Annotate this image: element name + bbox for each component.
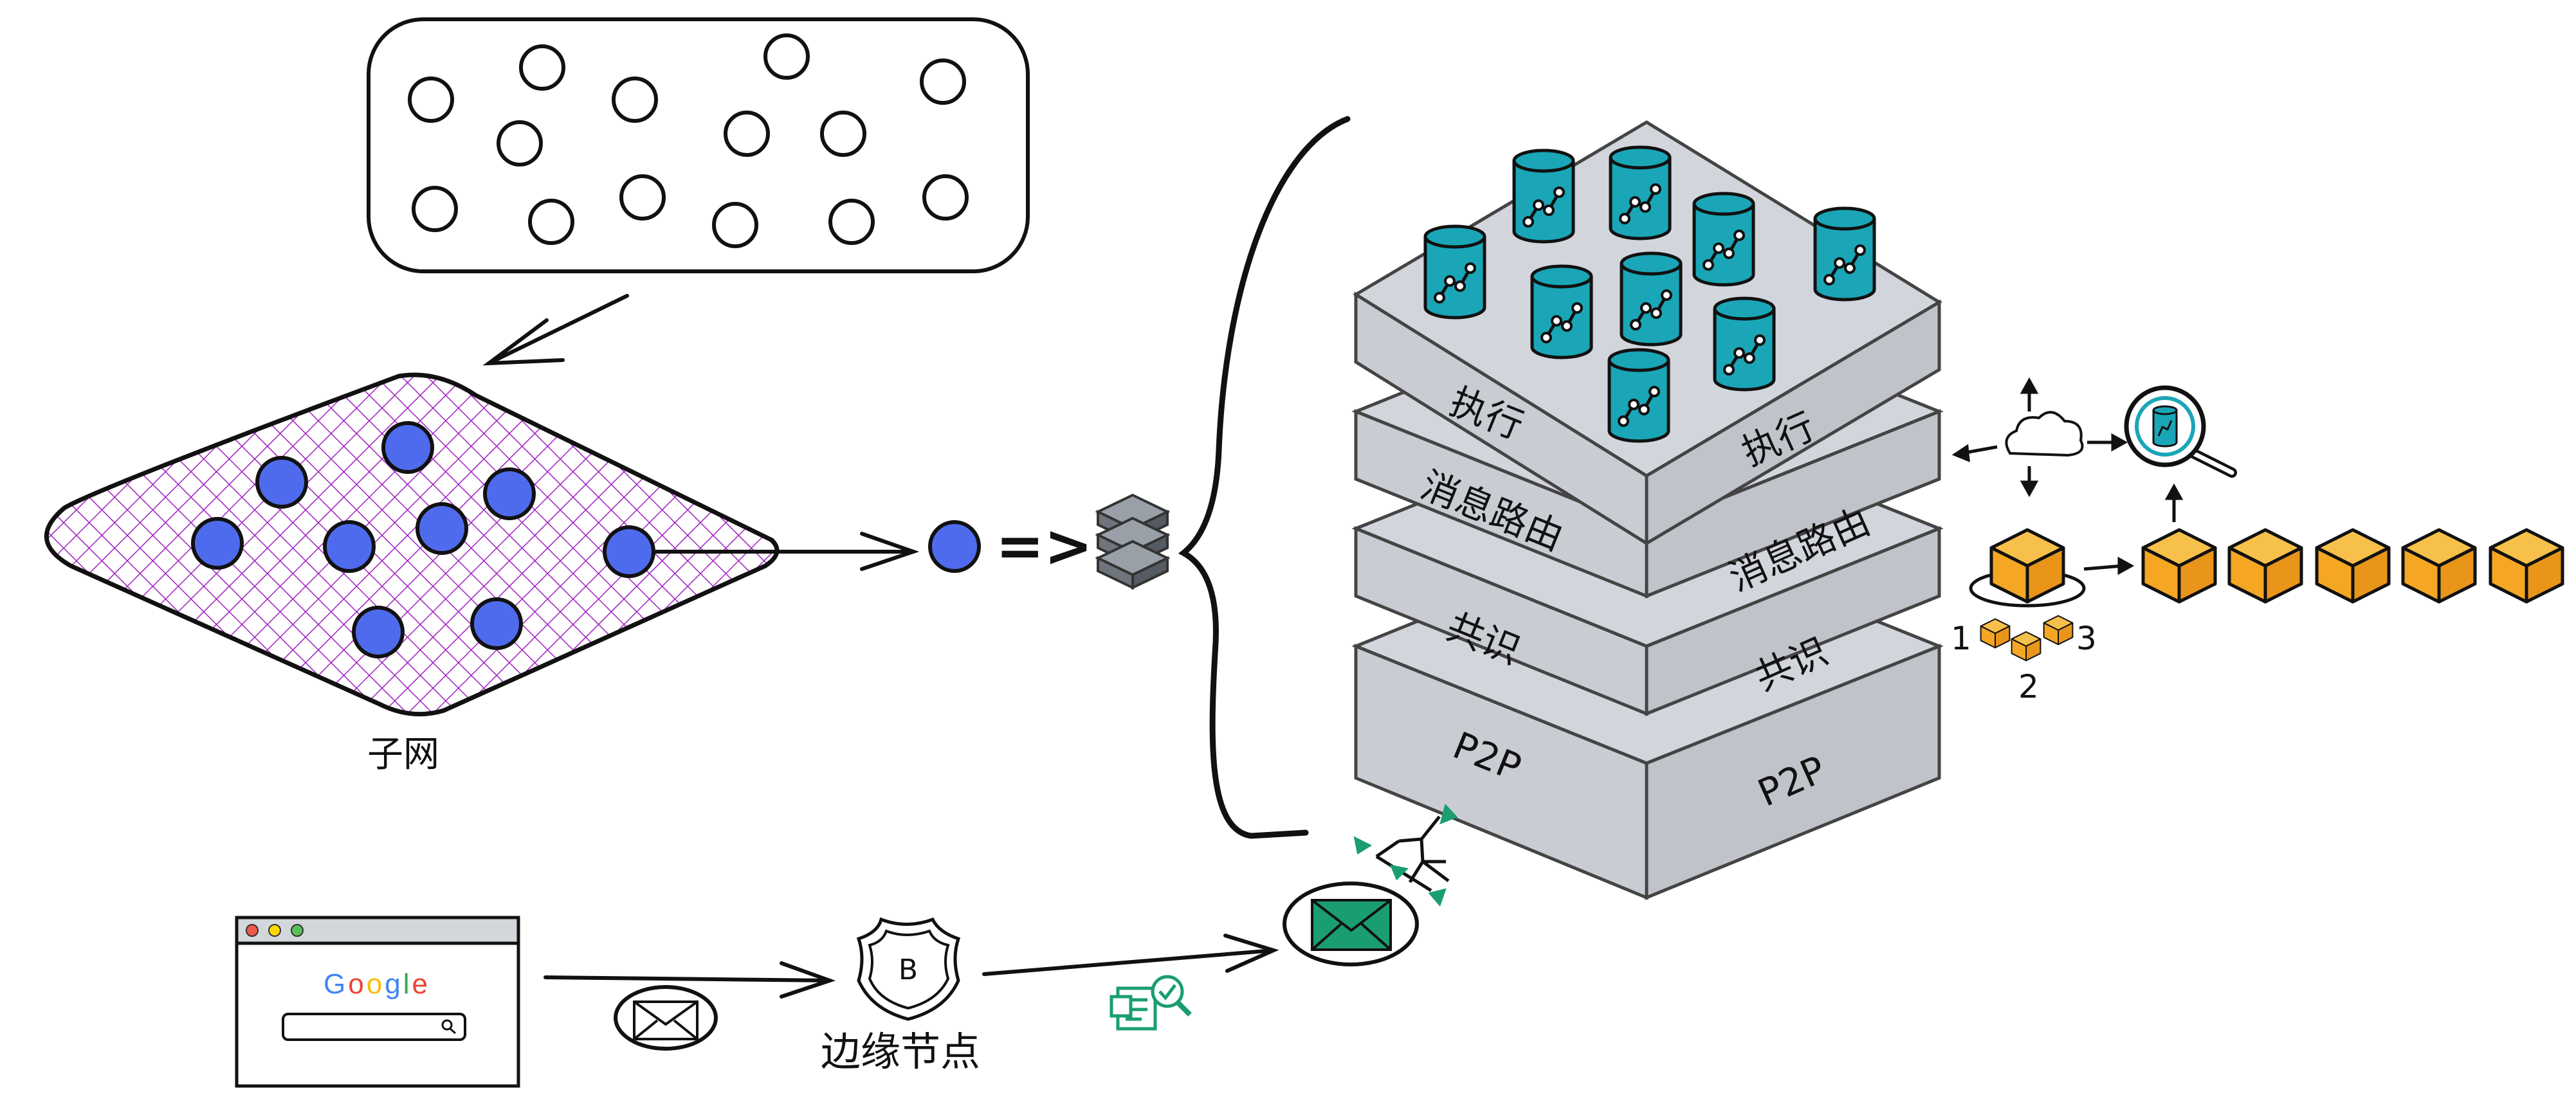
database-canister-icon [1621,253,1681,345]
browser-dot-close [246,924,259,937]
pool-node [497,120,543,167]
pool-node [820,111,866,157]
arrow-browser-to-edge [544,961,836,999]
search-icon [441,1019,456,1035]
block-cube-icon [1980,618,2011,649]
magnifier-database-icon [2124,385,2237,478]
replica-node [928,520,981,573]
document-search-icon [1110,975,1192,1031]
subnet-label: 子网 [367,734,439,775]
browser-dot-min [268,924,281,937]
subnet-node [255,456,308,509]
cloud-arrows [1951,377,2128,498]
rotating-block [1969,530,2086,608]
pool-node [412,186,458,232]
arrow-equals-label: => [996,512,1093,580]
pool-node [528,199,574,245]
database-canister-icon [1815,208,1874,300]
pool-node [922,174,969,221]
edge-badge-letter: B [899,954,918,986]
database-canister-icon [1609,350,1668,441]
database-canister-icon [1532,266,1591,357]
subnet-node [483,467,536,520]
block-cube-icon [1991,530,2063,602]
pool-node [920,59,966,105]
pool-node [519,44,565,91]
node-layer-stack: 执行 消息路由 共识 P2P 执行 消息路由 共识 P2P [1351,120,1944,900]
arrow-edge-to-envelope [982,934,1279,976]
block-cube-icon [2011,631,2042,662]
pool-node [763,33,810,80]
cloud-icon [2005,411,2084,457]
subnet-node [416,502,468,555]
google-logo: Google [324,968,430,1000]
shield-icon [856,917,961,1021]
browser-icon: Google [235,916,520,1088]
block-number-1: 1 [1951,620,1971,657]
arrow-up-to-magnifier [2164,483,2184,522]
database-canister-icon [1425,226,1484,318]
curly-brace [1178,116,1351,839]
database-canister-icon [1514,150,1573,242]
pool-node [712,202,758,248]
block-number-3: 3 [2076,620,2097,657]
block-cube-icon [2317,530,2389,602]
server-stack-icon [1095,493,1171,590]
browser-dot-max [291,924,304,937]
envelope-icon [1283,882,1419,966]
database-canister-icon [1611,147,1670,239]
subnet-node [323,520,376,573]
edge-node-label: 边缘节点 [821,1028,980,1075]
arrow-subnet-to-node [654,532,920,571]
block-number-2: 2 [2018,668,2039,705]
pool-node [408,77,454,123]
block-cube-icon [2403,530,2475,602]
database-canister-icon [1715,298,1774,390]
pool-node [612,77,658,123]
mail-icon [614,985,718,1051]
subnet-nodes [191,421,655,658]
routing-arrows-icon [1353,803,1458,907]
block-cube-icon [2490,530,2562,602]
pool-node [828,199,875,245]
subnet-node [191,517,244,570]
pool-node [724,111,770,157]
subnet-node [470,597,523,650]
pool-node [619,174,666,221]
browser-search-box[interactable] [282,1013,466,1041]
subnet-node [381,421,434,474]
subnet-diamond [44,372,780,717]
block-cube-icon [2143,530,2215,602]
node-pool-bubble [367,17,1030,273]
subnet-node [352,606,405,658]
block-cube-icon [2229,530,2301,602]
database-canister-icon [1694,194,1753,285]
pool-nodes [408,33,969,248]
block-cube-icon [2043,615,2074,646]
subnet-node [603,525,655,578]
arrow-to-chain [2083,556,2135,575]
block-chain: 1 2 3 [1951,530,2562,705]
arrow-pool-to-subnet [482,294,629,366]
